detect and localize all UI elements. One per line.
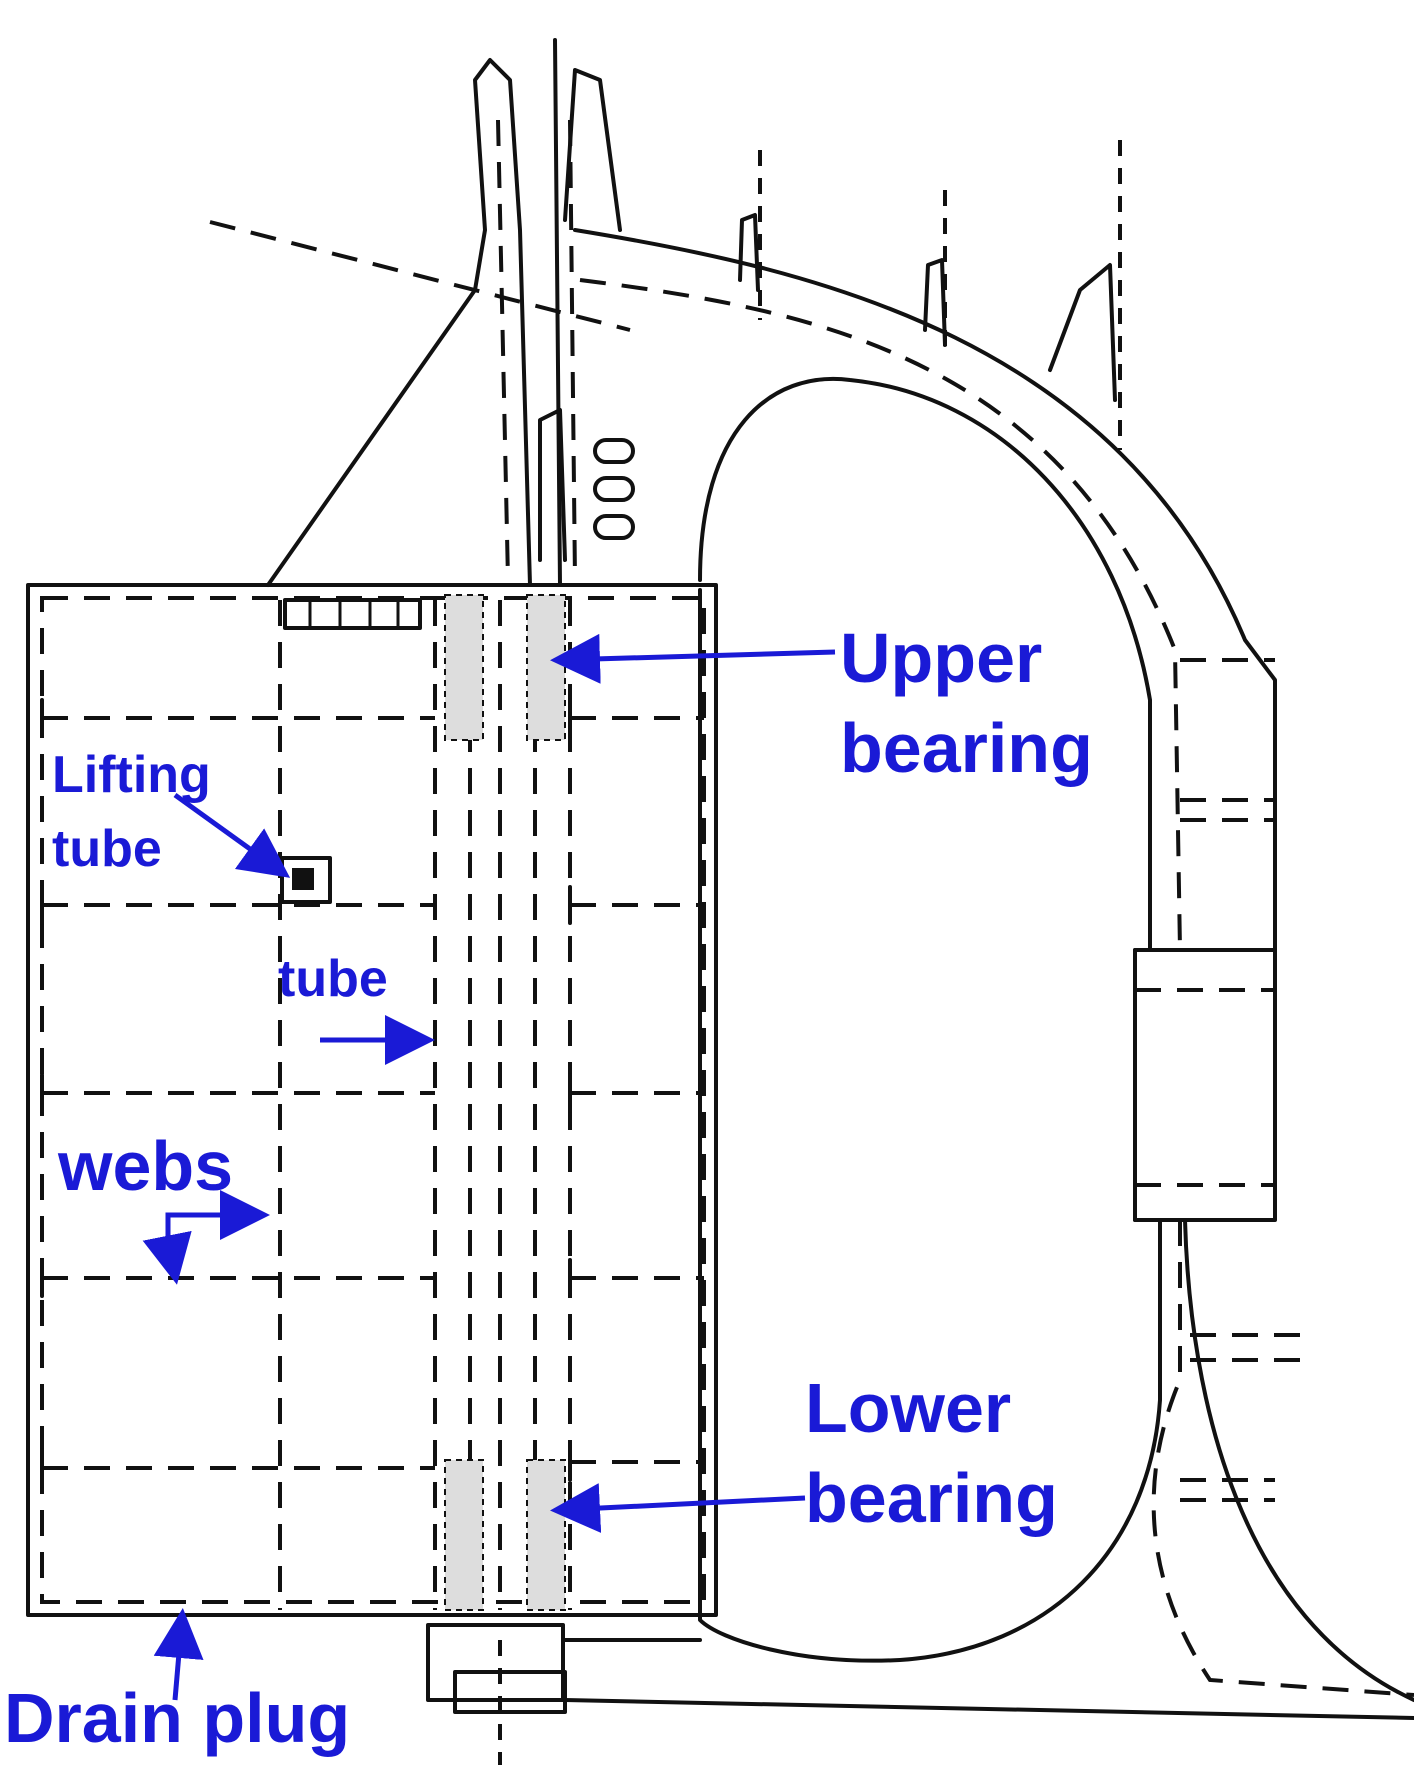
rudder-blade — [26, 583, 718, 1617]
label-webs: webs — [57, 1127, 233, 1205]
label-drain-plug: Drain plug — [4, 1679, 350, 1757]
label-lower-bearing-2: bearing — [805, 1459, 1058, 1537]
label-upper-bearing-2: bearing — [840, 709, 1093, 787]
rudder-heel — [426, 1623, 1414, 1765]
lower-bearing-arrow — [550, 1483, 806, 1534]
label-lifting-tube-1: Lifting — [52, 746, 211, 804]
drain-plug-arrow — [153, 1608, 204, 1701]
webs-arrow-right — [165, 1190, 270, 1240]
upper-bearing-arrow — [550, 633, 836, 684]
lifting-tube-arrow — [173, 792, 291, 878]
label-lower-bearing-1: Lower — [805, 1369, 1011, 1447]
labels: Upper bearing Lifting tube tube webs Low… — [4, 619, 1093, 1757]
label-tube: tube — [278, 950, 388, 1008]
rudder-horn — [573, 140, 1414, 1702]
label-upper-bearing-1: Upper — [840, 619, 1042, 697]
rudder-stock — [209, 38, 635, 587]
annotation-arrows — [142, 633, 836, 1701]
label-lifting-tube-2: tube — [52, 820, 162, 878]
webs-arrow-down — [142, 1230, 192, 1285]
